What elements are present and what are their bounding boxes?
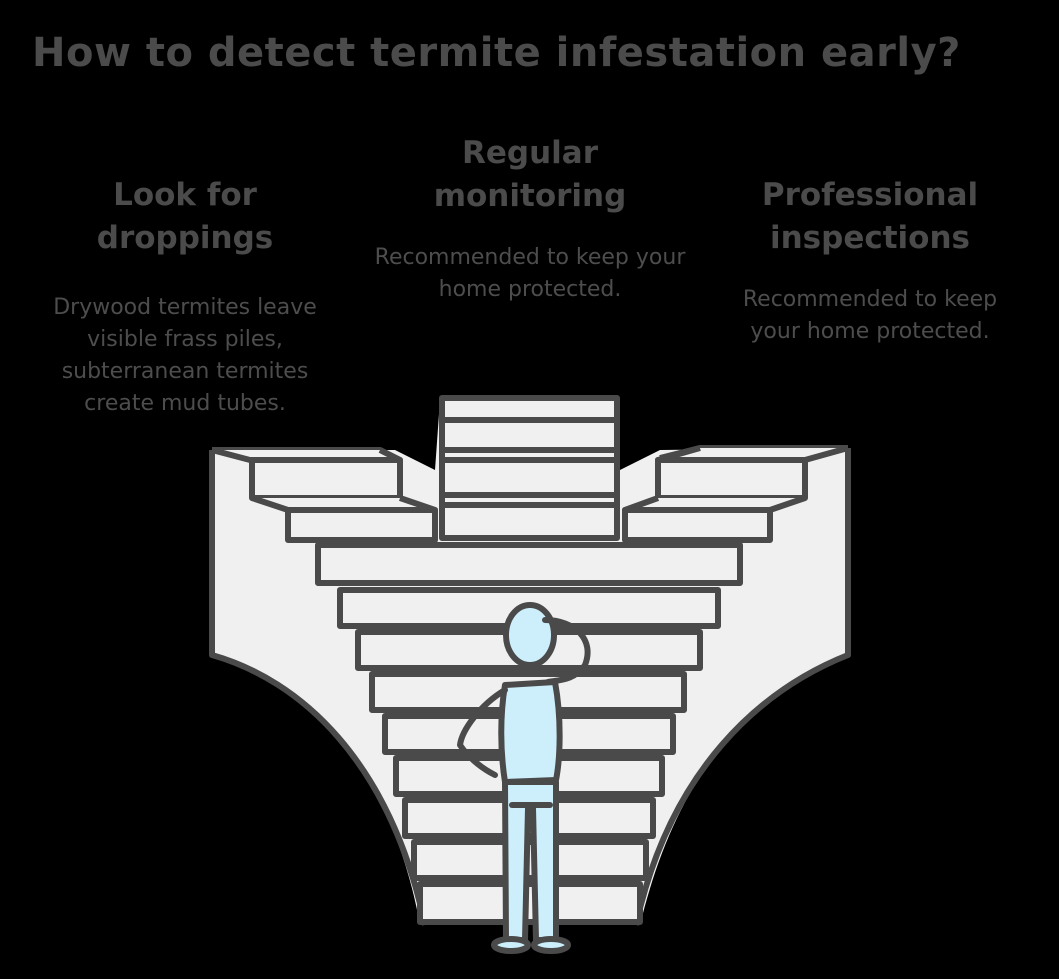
option-description: Drywood termites leave visible frass pil… [53, 295, 317, 416]
heading-line: Professional [761, 177, 979, 213]
option-look-for-droppings: Look for droppings Drywood termites leav… [40, 174, 330, 420]
heading-line: Regular [462, 135, 598, 171]
option-regular-monitoring: Regular monitoring Recommended to keep y… [370, 132, 690, 306]
center-tower-icon [439, 395, 620, 541]
option-professional-inspections: Professional inspections Recommended to … [715, 174, 1025, 348]
heading-line: droppings [96, 220, 274, 256]
heading-line: inspections [769, 220, 970, 256]
right-steps-icon [622, 445, 849, 543]
page-title: How to detect termite infestation early? [32, 30, 961, 76]
option-heading: Look for droppings [40, 174, 330, 260]
person-icon [457, 602, 591, 954]
option-heading: Professional inspections [715, 174, 1025, 260]
option-description: Recommended to keep your home protected. [374, 245, 686, 302]
option-heading: Regular monitoring [370, 132, 690, 218]
option-description: Recommended to keep your home protected. [742, 287, 998, 344]
heading-line: monitoring [433, 178, 627, 214]
left-steps-icon [211, 447, 438, 543]
heading-line: Look for [113, 177, 257, 213]
